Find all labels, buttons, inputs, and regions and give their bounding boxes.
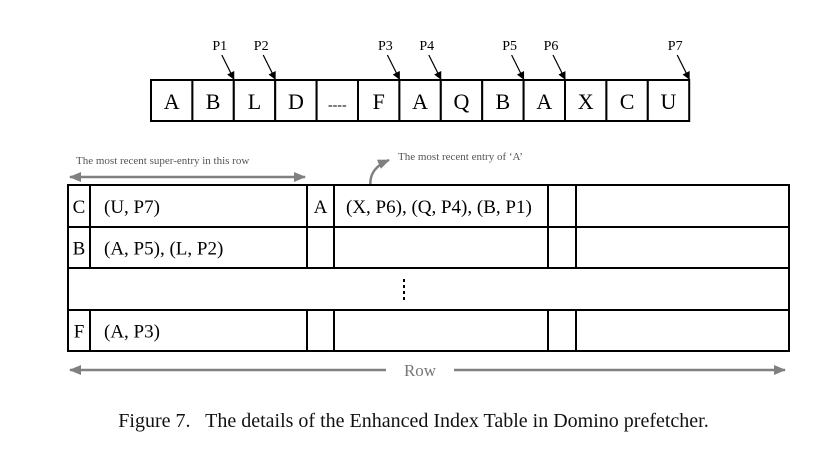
recent-entry-label: The most recent entry of ‘A’ (398, 151, 523, 163)
table-row (67, 267, 790, 311)
sequence-cell-label: Q (454, 89, 470, 114)
sequence-cell-label: F (373, 89, 385, 114)
pointer-arrow (676, 54, 690, 80)
pointer-label: P3 (378, 39, 393, 54)
pointer-label: P5 (502, 39, 517, 54)
table-row (67, 309, 790, 352)
entry-values: (X, P6), (Q, P4), (B, P1) (346, 197, 532, 218)
sequence-cell (439, 79, 484, 122)
super-entry-values: (A, P3) (104, 322, 160, 343)
sequence-cell-label: ---- (328, 98, 347, 113)
super-entry-values: (A, P5), (L, P2) (104, 239, 223, 260)
enhanced-index-table: C (U, P7) A (X, P6), (Q, P4), (B, P1) B (A, P… (67, 184, 790, 352)
sequence-cell (481, 79, 525, 122)
sequence-cell-label: L (248, 89, 261, 114)
table-row (67, 226, 790, 269)
pointer-label: P4 (419, 39, 434, 54)
sequence-cell-label: U (661, 89, 677, 114)
sequence-cell-label: A (412, 89, 428, 114)
row-tag: C (73, 197, 86, 218)
sequence-cell-label: A (164, 89, 180, 114)
pointer-label: P2 (254, 39, 269, 54)
pointer-arrow (511, 54, 525, 80)
row-tag: F (74, 322, 85, 343)
sequence-cell-label: D (288, 89, 304, 114)
sequence-cell (398, 79, 442, 122)
row-tag: B (73, 239, 86, 260)
table-row (67, 184, 790, 228)
sequence-cell-label: A (536, 89, 552, 114)
sequence-cell (150, 79, 194, 122)
super-entry-label: The most recent super-entry in this row (76, 155, 249, 167)
pointer-labels: P1 P2 P3 P4 P5 P6 P7 (212, 39, 690, 80)
sequence-cell (605, 79, 649, 122)
pointer-arrow (552, 54, 566, 80)
pointer-arrow (428, 54, 442, 80)
figure-caption: Figure 7. The details of the Enhanced In… (118, 410, 709, 432)
pointer-arrow (221, 54, 235, 80)
sequence-cell-label: X (578, 89, 594, 114)
sequence-cell-label: B (496, 89, 511, 114)
pointer-label: P7 (668, 39, 683, 54)
sequence-cell (646, 79, 691, 122)
sequence-cell (191, 79, 235, 122)
sequence-cell-label: B (206, 89, 221, 114)
row-label: Row (404, 361, 437, 380)
sequence-cell-label: C (620, 89, 635, 114)
pointer-arrow (386, 54, 400, 80)
pointer-arrow (262, 54, 276, 80)
sequence-cell (232, 79, 277, 122)
super-entry-values: (U, P7) (104, 197, 160, 218)
sequence-cell (522, 79, 566, 122)
pointer-label: P1 (212, 39, 227, 54)
pointer-label: P6 (544, 39, 559, 54)
super-entry-tag: A (314, 197, 328, 218)
sequence-cell (315, 79, 360, 122)
